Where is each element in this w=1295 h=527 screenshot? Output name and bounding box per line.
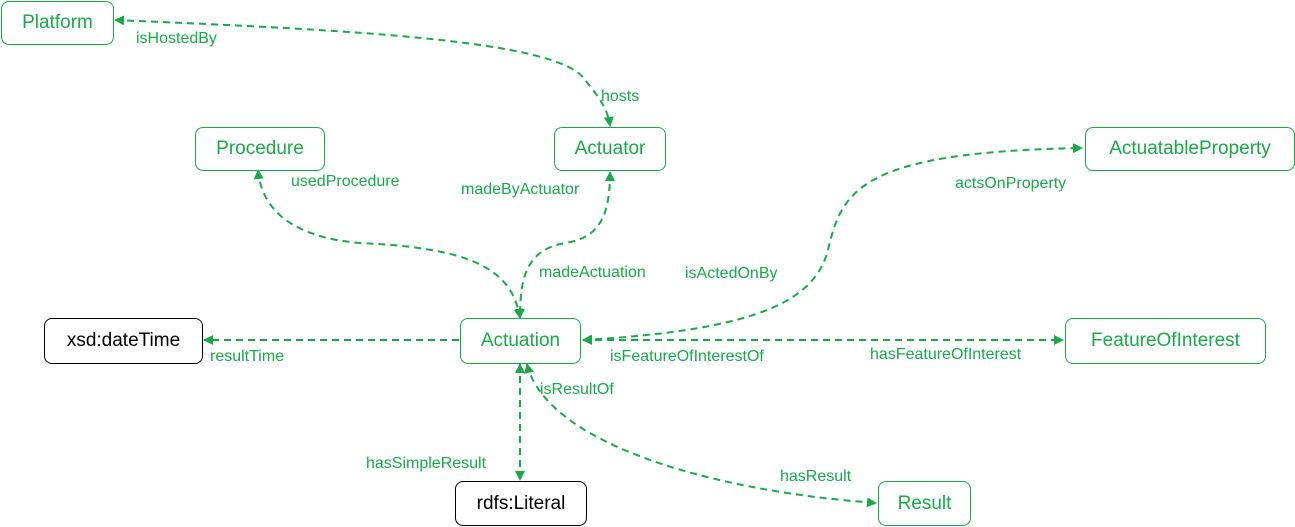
node-platform[interactable]: Platform [1, 1, 114, 45]
edge-platform-actuator [114, 15, 614, 127]
node-xsd-datetime[interactable]: xsd:dateTime [44, 318, 203, 364]
node-result[interactable]: Result [878, 481, 971, 526]
label-is-hosted-by: isHostedBy [136, 30, 217, 47]
label-made-actuation: madeActuation [539, 264, 646, 281]
label-has-feature-of-interest: hasFeatureOfInterest [870, 346, 1022, 363]
node-procedure[interactable]: Procedure [195, 127, 325, 171]
label-used-procedure: usedProcedure [291, 173, 400, 190]
node-feature-of-interest[interactable]: FeatureOfInterest [1065, 318, 1266, 364]
label-is-acted-on-by: isActedOnBy [685, 265, 778, 282]
label-acts-on-property: actsOnProperty [955, 175, 1067, 192]
node-actuatable-property[interactable]: ActuatableProperty [1085, 127, 1295, 171]
edge-procedure-actuation [253, 169, 524, 319]
label-has-result: hasResult [780, 468, 852, 485]
edge-actuator-actuation [515, 171, 615, 319]
label-has-simple-result: hasSimpleResult [366, 455, 487, 472]
node-rdfs-literal[interactable]: rdfs:Literal [455, 481, 587, 526]
label-made-by-actuator: madeByActuator [461, 181, 580, 198]
node-actuation[interactable]: Actuation [460, 318, 581, 364]
edge-actuation-actuatable-property [582, 143, 1083, 345]
label-is-result-of: isResultOf [540, 381, 614, 398]
label-hosts: hosts [601, 88, 640, 105]
label-result-time: resultTime [210, 348, 285, 365]
node-actuator[interactable]: Actuator [554, 127, 666, 171]
label-is-feature-of-interest-of: isFeatureOfInterestOf [610, 348, 764, 365]
